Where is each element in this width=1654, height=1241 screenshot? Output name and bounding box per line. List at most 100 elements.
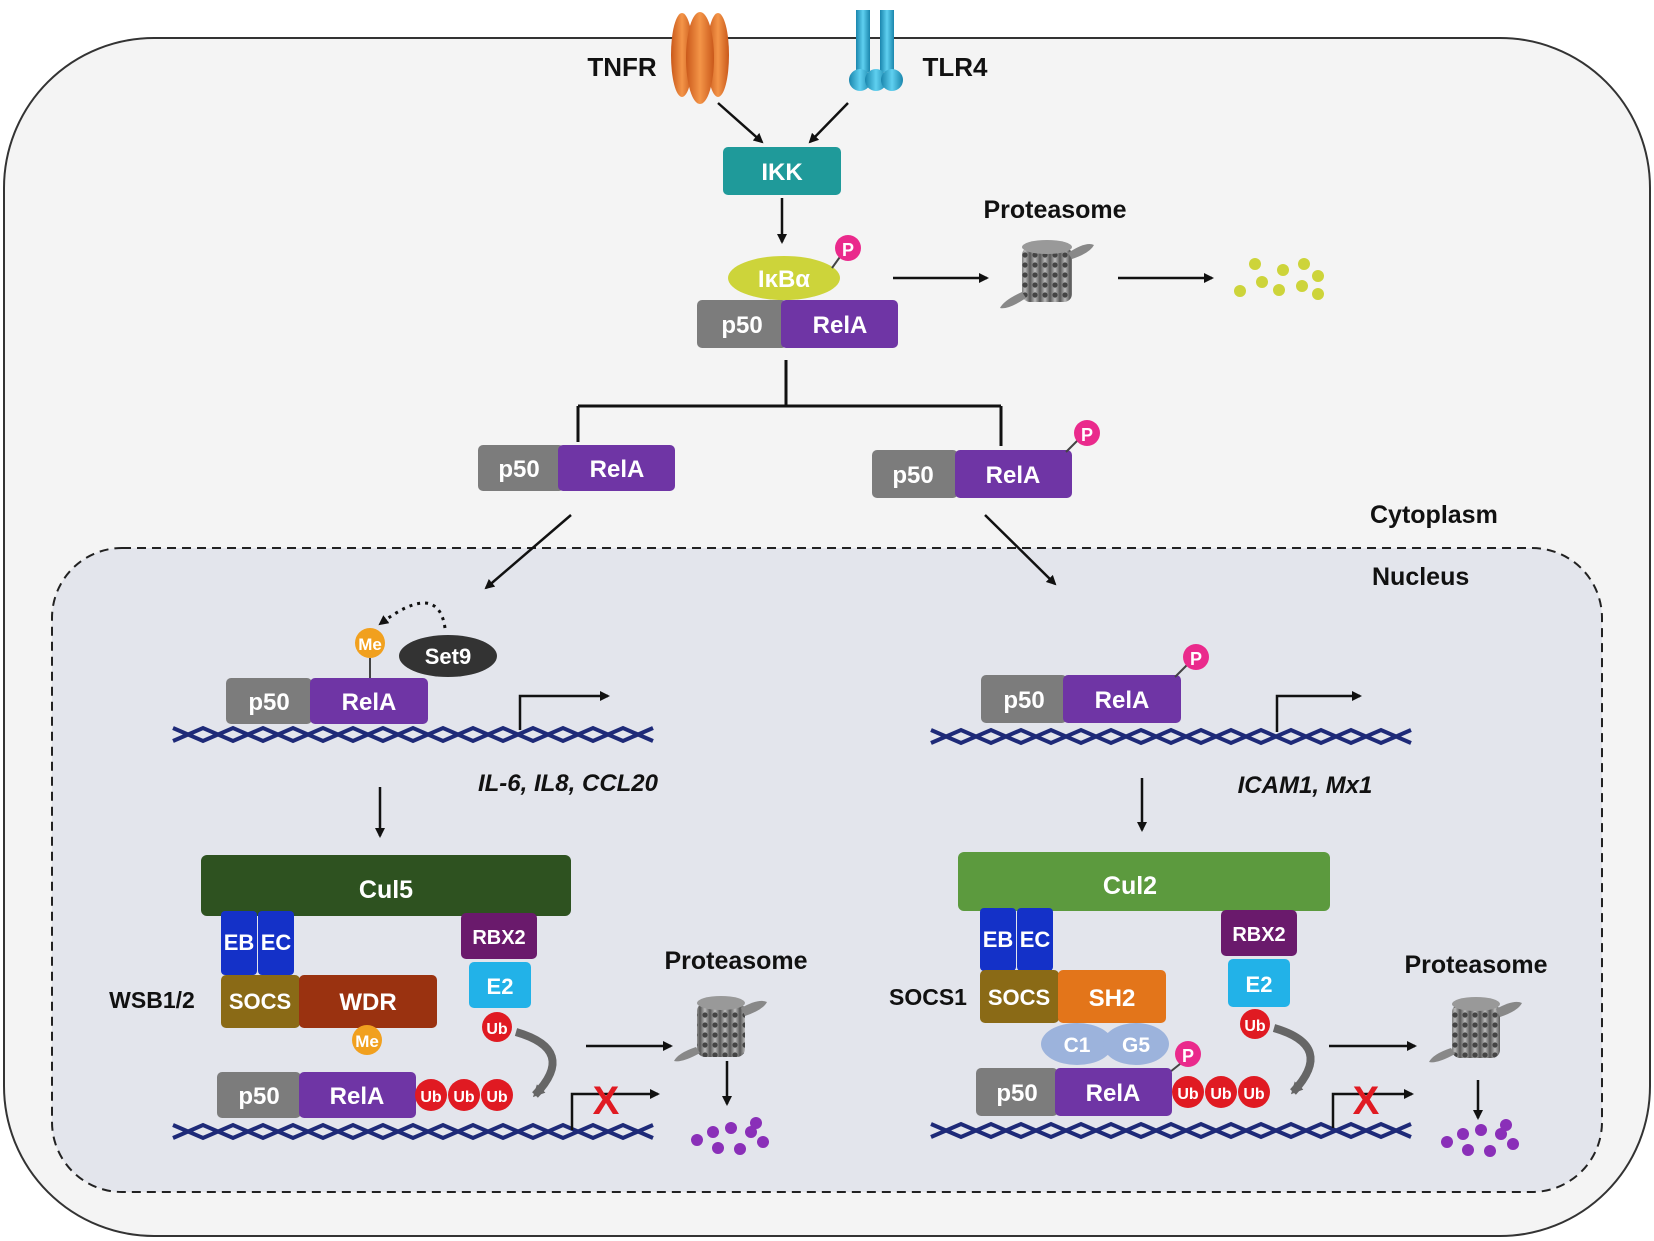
rela-debris-right <box>1441 1119 1519 1157</box>
cul2-bar <box>958 852 1330 911</box>
ub-chain-right-1 <box>1172 1076 1204 1108</box>
ub-chain-left-2 <box>448 1079 480 1111</box>
proteasome-top-label: Proteasome <box>983 196 1126 224</box>
arrow-left-into-nucleus <box>484 514 572 590</box>
p50-mid-left-label: p50 <box>498 456 539 483</box>
ikba-phospho-label: P <box>842 240 854 260</box>
rela-mid-right-phospho-label: P <box>1081 425 1093 445</box>
socs-right-label: SOCS <box>988 985 1050 1010</box>
eloc-right-label: EC <box>1020 927 1051 952</box>
arrow-tnfr-ikk <box>717 102 764 144</box>
rbx2-right <box>1221 910 1297 956</box>
methyl-left-top-label: Me <box>358 635 382 654</box>
g5-domain <box>1103 1023 1169 1065</box>
sh2-domain <box>1058 970 1166 1023</box>
e2-right <box>1228 959 1290 1007</box>
ikba-label: IκBα <box>758 266 810 293</box>
ub-chain-left-1-label: Ub <box>420 1089 442 1106</box>
p50-mid-right <box>872 450 958 498</box>
ub-chain-right-3-label: Ub <box>1243 1086 1265 1103</box>
block-x-left: X <box>593 1079 620 1123</box>
ub-chain-left-2-label: Ub <box>453 1089 475 1106</box>
set9-oval <box>399 635 497 677</box>
set9-methylation-arrow <box>378 601 447 629</box>
tlr4-receptor <box>849 10 903 91</box>
rela-right-dna <box>1063 675 1181 723</box>
ub-transfer-arrow-right <box>1272 1024 1315 1095</box>
ikk-box <box>723 147 841 195</box>
rela-right-dna-label: RelA <box>1095 687 1150 714</box>
ub-chain-right-1-label: Ub <box>1177 1086 1199 1103</box>
sh2-label: SH2 <box>1089 985 1136 1012</box>
ub-e2-left <box>482 1012 512 1042</box>
ikba-phospho <box>835 235 861 261</box>
rela-mid-right <box>955 450 1072 498</box>
rela-right-bottom-phospho-stem <box>1169 1063 1181 1073</box>
elob-left <box>221 911 257 975</box>
tnfr-label: TNFR <box>587 52 657 82</box>
p50-left-bottom <box>217 1072 301 1118</box>
wsb-label: WSB1/2 <box>109 987 195 1013</box>
ub-chain-right-2-label: Ub <box>1210 1086 1232 1103</box>
rela-mid-right-phospho <box>1074 420 1100 446</box>
g5-label: G5 <box>1122 1034 1150 1057</box>
tlr4-label: TLR4 <box>923 52 989 82</box>
p50-right-bottom-label: p50 <box>996 1080 1037 1107</box>
set9-label: Set9 <box>425 644 471 669</box>
ub-chain-right-2 <box>1205 1076 1237 1108</box>
arrow-tlr4-ikk <box>808 102 849 144</box>
rela-right-dna-phospho <box>1183 644 1209 670</box>
rela-left-bottom <box>299 1072 416 1118</box>
methyl-left-bottom-label: Me <box>355 1032 379 1051</box>
p50-top-label: p50 <box>721 312 762 339</box>
p50-right-dna <box>981 675 1067 723</box>
wdr-domain <box>299 975 437 1028</box>
c1-domain <box>1041 1023 1113 1065</box>
rela-mid-left <box>558 445 675 491</box>
ikba-debris <box>1234 258 1324 300</box>
arrow-right-into-nucleus <box>984 514 1057 586</box>
eloc-left-label: EC <box>261 930 292 955</box>
rela-top-label: RelA <box>813 312 868 339</box>
rela-mid-left-label: RelA <box>590 456 645 483</box>
eloc-left <box>258 911 294 975</box>
transcription-arrow-left-blocked <box>570 1089 660 1130</box>
p50-right-bottom <box>976 1068 1058 1116</box>
transcription-arrow-right <box>1275 691 1362 732</box>
elob-right-label: EB <box>983 927 1014 952</box>
ikba-oval <box>728 256 840 300</box>
cytoplasm-label: Cytoplasm <box>1370 501 1498 529</box>
p50-left-dna-label: p50 <box>248 689 289 716</box>
socs-left <box>221 975 300 1028</box>
rbx2-left <box>461 913 537 959</box>
rela-right-dna-phospho-stem <box>1174 663 1189 678</box>
dna-right-bottom <box>930 1121 1412 1140</box>
nucleus-label: Nucleus <box>1372 563 1469 591</box>
ub-chain-right-3 <box>1238 1076 1270 1108</box>
rela-left-bottom-label: RelA <box>330 1083 385 1110</box>
e2-left <box>469 962 531 1008</box>
rela-left-dna <box>310 678 428 724</box>
block-x-right: X <box>1353 1079 1380 1123</box>
elob-right <box>980 908 1016 971</box>
ub-chain-left-3 <box>481 1079 513 1111</box>
right-genes-label: ICAM1, Mx1 <box>1238 772 1373 799</box>
methyl-left-top <box>355 628 385 658</box>
rela-debris-left <box>691 1117 769 1155</box>
rela-top <box>781 300 898 348</box>
transcription-arrow-left <box>518 691 610 730</box>
ub-chain-left-1 <box>415 1079 447 1111</box>
ub-e2-left-label: Ub <box>486 1021 508 1038</box>
rela-right-dna-phospho-label: P <box>1190 649 1202 669</box>
proteasome-right-icon <box>1429 997 1522 1063</box>
p50-left-dna <box>226 678 312 724</box>
p50-mid-right-label: p50 <box>892 462 933 489</box>
rela-left-dna-label: RelA <box>342 689 397 716</box>
rela-right-bottom-phospho-label: P <box>1182 1046 1194 1066</box>
rbx2-right-label: RBX2 <box>1232 924 1285 946</box>
rela-mid-right-phospho-stem <box>1065 439 1079 453</box>
ub-chain-left-3-label: Ub <box>486 1089 508 1106</box>
cul2-label: Cul2 <box>1103 872 1157 900</box>
dna-left-top <box>172 725 654 744</box>
